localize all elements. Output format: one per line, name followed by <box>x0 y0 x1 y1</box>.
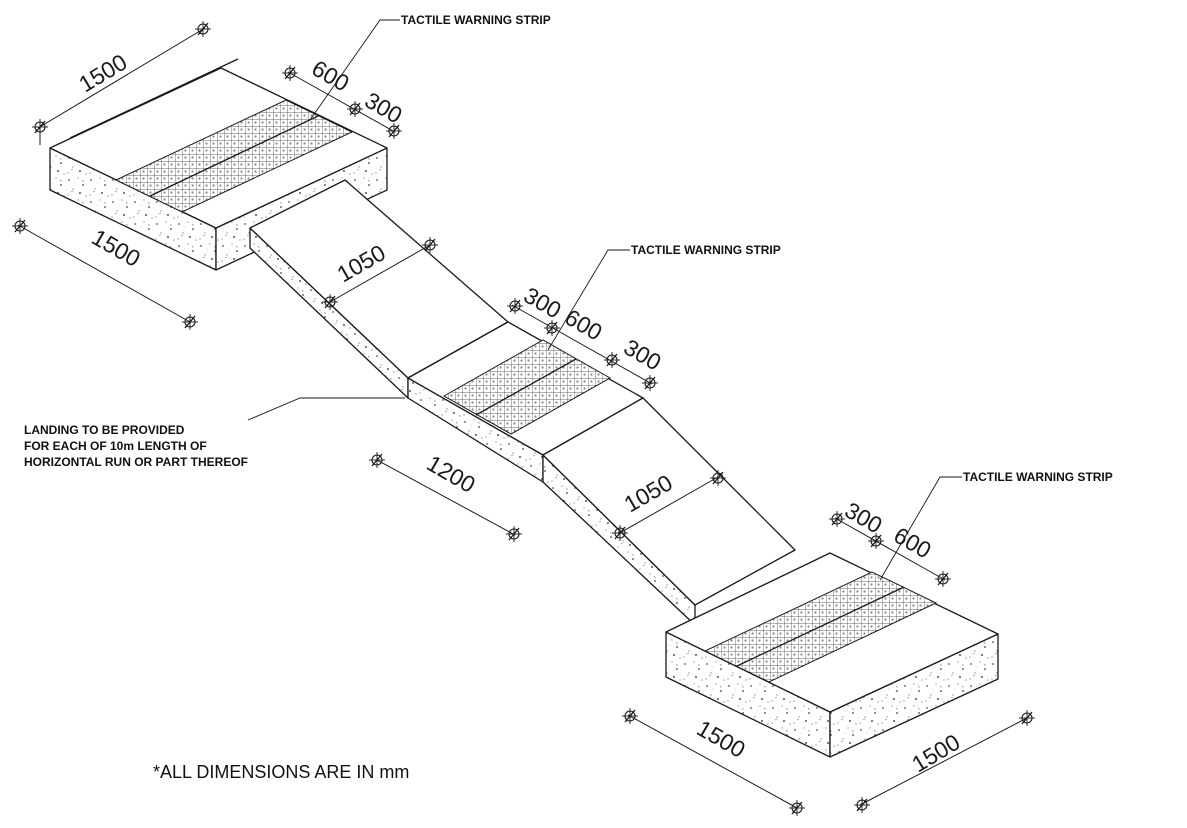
bottom-tactile-midline <box>736 586 905 667</box>
dim-bot-offset: 300 <box>841 497 887 539</box>
tactile-3-leader <box>879 476 962 581</box>
tactile-strip-label-1: TACTILE WARNING STRIP <box>401 13 551 27</box>
tactile-strip-label-2: TACTILE WARNING STRIP <box>631 243 781 257</box>
top-platform-edge-line <box>69 58 239 139</box>
dim-top-width: 1500 <box>74 49 131 98</box>
dim-bot-width: 1500 <box>907 729 964 778</box>
dim-bot-strip: 600 <box>890 522 936 564</box>
tactile-2-leader <box>547 249 630 351</box>
tactile-strip-label-3: TACTILE WARNING STRIP <box>963 470 1113 484</box>
top-tactile-midline <box>149 115 319 197</box>
mid-tactile-midline <box>475 358 577 416</box>
dimensions-note: *ALL DIMENSIONS ARE IN mm <box>153 762 409 782</box>
landing-leader <box>247 397 405 421</box>
ramp-2-surface <box>542 397 796 606</box>
dim-mid-strip: 600 <box>561 304 607 346</box>
landing-note-line-3: HORIZONTAL RUN OR PART THEREOF <box>24 455 248 469</box>
bottom-platform <box>665 552 999 758</box>
ramp-2 <box>542 397 796 626</box>
tactile-1-leader <box>309 19 400 121</box>
dim-landing-length: 1200 <box>423 450 480 498</box>
landing-note-line-2: FOR EACH OF 10m LENGTH OF <box>24 439 207 453</box>
landing-note-line-1: LANDING TO BE PROVIDED <box>24 423 185 437</box>
labels: TACTILE WARNING STRIP TACTILE WARNING ST… <box>24 13 1113 782</box>
leader-lines <box>247 19 962 581</box>
dim-mid-offset-a: 300 <box>520 282 566 324</box>
dimension-lines <box>11 20 1036 817</box>
dim-top-strip-offset: 300 <box>361 87 407 129</box>
